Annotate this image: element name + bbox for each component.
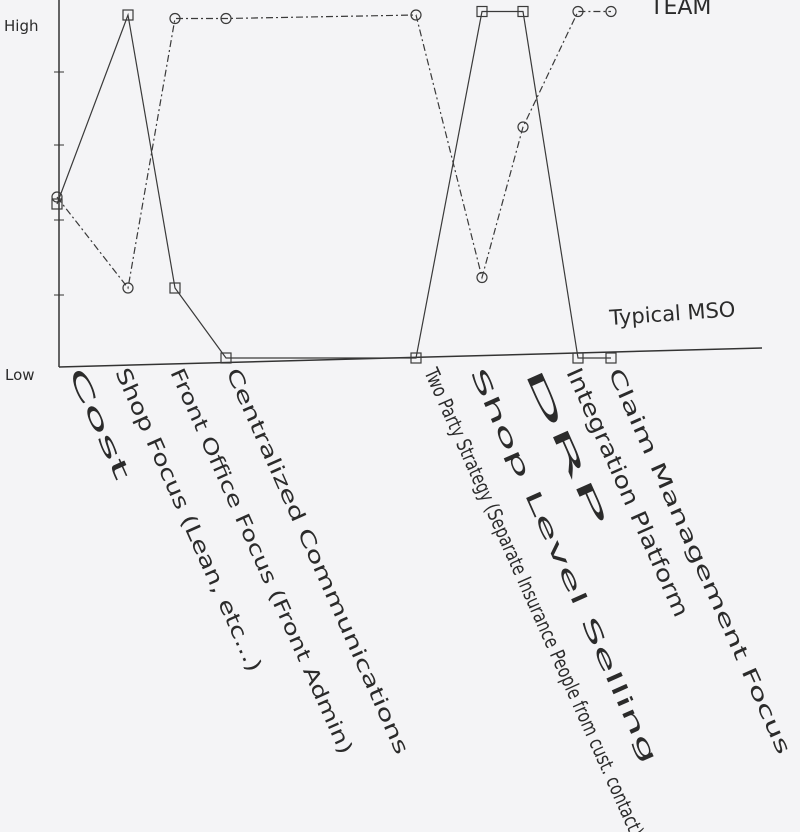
point-team-1	[122, 282, 134, 294]
point-team-0	[51, 191, 63, 203]
point-team-3	[220, 12, 232, 25]
point-typical-mso-2	[169, 282, 181, 294]
point-team-4	[410, 9, 422, 21]
series-layer	[51, 5, 617, 364]
series-line-1	[56, 10, 611, 290]
point-typical-mso-8	[605, 352, 617, 364]
y-label-high: High	[4, 17, 38, 35]
point-typical-mso-4	[410, 352, 422, 364]
point-team-7	[572, 5, 584, 18]
point-team-8	[605, 5, 617, 18]
point-team-2	[169, 12, 181, 25]
point-typical-mso-6	[517, 5, 529, 18]
point-typical-mso-3	[220, 352, 232, 364]
series-label-team: TEAM	[649, 0, 711, 20]
point-typical-mso-0	[51, 198, 63, 210]
point-typical-mso-5	[476, 5, 488, 18]
series-line-0	[56, 10, 611, 359]
point-team-6	[517, 121, 529, 133]
point-team-5	[476, 271, 488, 284]
point-typical-mso-7	[572, 352, 584, 364]
y-label-low: Low	[5, 366, 35, 384]
point-typical-mso-1	[122, 9, 134, 21]
